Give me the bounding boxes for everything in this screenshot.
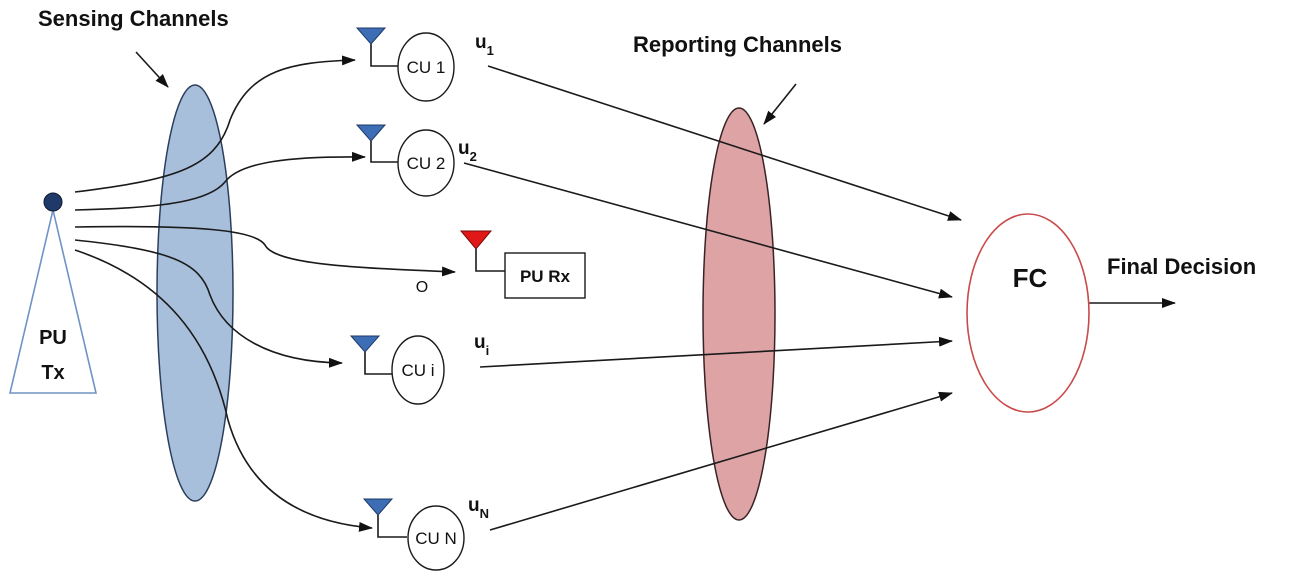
- cu1-antenna-stem: [370, 44, 400, 67]
- pu-rx-antenna-stem: [475, 249, 505, 272]
- zero-marker: O: [416, 279, 428, 296]
- cu-node-2: CU 2 u2: [355, 124, 477, 197]
- cun-circle: [407, 505, 465, 571]
- pu-tx-label-line2: Tx: [41, 362, 64, 384]
- fc-circle: [966, 213, 1090, 413]
- cui-label: CU i: [401, 361, 434, 380]
- reporting-channels-pointer: [763, 83, 797, 125]
- cun-label: CU N: [415, 529, 457, 548]
- reporting-channels-ellipse: [702, 107, 776, 521]
- reporting-channels-label: Reporting Channels: [633, 32, 842, 57]
- report-link-ui: [479, 336, 953, 368]
- cu1-report-var: u1: [475, 32, 494, 58]
- pu-rx-antenna-icon: [459, 230, 493, 250]
- report-link-u1: [487, 65, 962, 221]
- sensing-link-pu-rx: [74, 225, 456, 277]
- cu1-label: CU 1: [407, 58, 446, 77]
- pu-rx-box: [504, 252, 586, 299]
- cu2-circle: [397, 129, 455, 197]
- cui-report-var: ui: [474, 332, 489, 358]
- fusion-center: FC: [966, 213, 1090, 413]
- pu-receiver: PU Rx O: [416, 230, 586, 299]
- report-link-un: [489, 391, 953, 531]
- cun-report-var: uN: [468, 495, 489, 521]
- cui-antenna-stem: [364, 352, 394, 375]
- cu1-circle: [397, 32, 455, 102]
- sensing-channels-pointer: [135, 51, 169, 88]
- cu2-antenna-stem: [370, 141, 400, 163]
- pu-tx-label-line1: PU: [39, 327, 67, 349]
- pu-transmitter: PU Tx: [8, 192, 98, 394]
- cu2-label: CU 2: [407, 154, 446, 173]
- pu-tx-antenna-dot: [43, 192, 63, 212]
- cu-node-1: CU 1 u1: [355, 27, 494, 102]
- sensing-channels-label: Sensing Channels: [38, 6, 229, 31]
- cun-antenna-icon: [362, 498, 394, 516]
- cui-circle: [391, 335, 445, 405]
- sensing-link-cun: [74, 249, 373, 532]
- cu-node-i: CU i ui: [349, 332, 489, 405]
- report-link-u2: [463, 162, 953, 299]
- sensing-link-cui: [74, 239, 343, 368]
- pu-tx-triangle: [8, 209, 98, 394]
- sensing-link-cu1: [74, 55, 356, 193]
- sensing-link-cu2: [74, 151, 366, 211]
- cu2-antenna-icon: [355, 124, 387, 142]
- cun-antenna-stem: [377, 515, 407, 538]
- pu-rx-label: PU Rx: [520, 267, 571, 286]
- fc-label: FC: [1013, 263, 1048, 293]
- cu1-antenna-icon: [355, 27, 387, 45]
- cui-antenna-icon: [349, 335, 381, 353]
- cu-node-n: CU N uN: [362, 495, 489, 571]
- final-decision-label: Final Decision: [1107, 254, 1256, 279]
- sensing-channels-ellipse: [156, 84, 234, 502]
- cu2-report-var: u2: [458, 138, 477, 164]
